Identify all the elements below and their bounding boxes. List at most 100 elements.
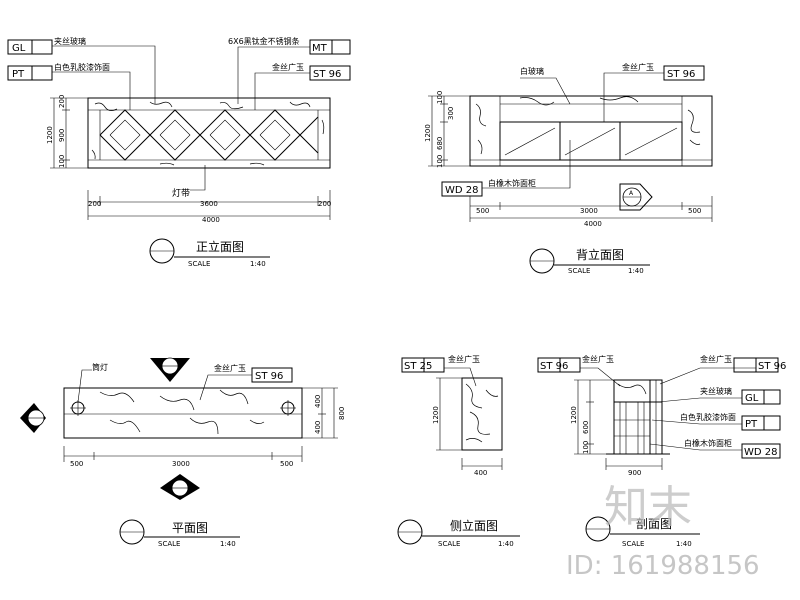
back-dim-h-2: 500 [688, 207, 701, 215]
plan-title: 平面图 [172, 521, 208, 535]
section-dim-v-2: 100 [582, 441, 590, 454]
plan-dim-v-0: 400 [314, 395, 322, 408]
front-elevation: GL 夹丝玻璃 PT 白色乳胶漆饰面 MT 6X6黑钛金不锈钢条 ST 96 金… [7, 36, 351, 268]
back-marble-veins [475, 96, 701, 155]
section-title: 剖面图 [636, 517, 672, 531]
section-callout-text-0: 金丝广玉 [582, 354, 614, 364]
side-callout-tag-0: ST 25 [404, 361, 432, 372]
front-dim-v-1: 900 [58, 129, 66, 142]
plan-dim-v-1: 400 [314, 421, 322, 434]
side-dim-v-0: 1200 [432, 406, 440, 424]
back-dim-v-2: 680 [436, 137, 444, 150]
back-callout-text-2: 白橡木饰面柜 [488, 178, 536, 188]
front-dim-h-2: 200 [318, 200, 331, 208]
back-cabinets [499, 121, 683, 161]
front-scale-label: SCALE [188, 260, 210, 268]
side-scale-label: SCALE [438, 540, 460, 548]
side-scale-value: 1:40 [498, 540, 514, 548]
section-callout-text-4: 白橡木饰面柜 [684, 438, 732, 448]
section-callout-tag-1: ST 96 [758, 361, 786, 372]
back-dim-v-3: 100 [436, 155, 444, 168]
front-dim-v-2: 100 [58, 155, 66, 168]
plan-counter-outline [63, 387, 303, 439]
downlight-icon [70, 400, 86, 416]
front-callout-tag-3: ST 96 [313, 69, 341, 80]
plan-callout-tag-1: ST 96 [255, 371, 283, 382]
side-title: 侧立面图 [450, 518, 498, 533]
back-callout-text-1: 金丝广玉 [622, 62, 654, 72]
back-dim-v-4: 1200 [424, 124, 432, 142]
back-dim-v-0: 100 [436, 91, 444, 104]
front-callout-tag-2: MT [312, 43, 328, 54]
back-section-marker-label: A [629, 190, 634, 197]
front-callout-text-3: 金丝广玉 [272, 62, 304, 72]
plan-dim-h-0: 500 [70, 460, 83, 468]
back-dim-h-1: 3000 [580, 207, 598, 215]
side-dim-h-0: 400 [474, 469, 487, 477]
back-scale-label: SCALE [568, 267, 590, 275]
plan-dim-v-2: 800 [338, 407, 346, 420]
view-marker-left [20, 403, 46, 433]
view-marker-top [150, 357, 190, 382]
section-dim-h-0: 900 [628, 469, 641, 477]
section-callout-tag-2: GL [745, 393, 759, 404]
plan-callout-text-1: 金丝广玉 [214, 363, 246, 373]
section-cabinet [613, 401, 651, 455]
front-bottom-note: 灯带 [172, 188, 190, 199]
plan-view: 筒灯 金丝广玉 ST 96 500 3000 500 [20, 357, 346, 548]
section-dim-v-1: 600 [582, 421, 590, 434]
watermark-logo: 知末 [604, 482, 692, 533]
front-marble-veins [91, 101, 325, 166]
front-dim-h-3: 4000 [202, 216, 220, 224]
side-callout-text-0: 金丝广玉 [448, 354, 480, 364]
section-callout-tag-3: PT [745, 419, 758, 430]
front-callout-text-0: 夹丝玻璃 [54, 36, 86, 46]
plan-scale-label: SCALE [158, 540, 180, 548]
side-panel-outline [461, 377, 503, 451]
back-counter-outline [469, 95, 713, 167]
back-section-marker: A [619, 183, 653, 211]
front-callout-tag-1: PT [12, 69, 25, 80]
back-callout-tag-2: WD 28 [445, 185, 479, 196]
front-callout-tag-0: GL [12, 43, 26, 54]
back-dim-h-0: 500 [476, 207, 489, 215]
front-diamond-pattern [99, 109, 319, 161]
watermark: 知末 ID: 161988156 [566, 482, 760, 581]
section-dim-v-0: 1200 [570, 406, 578, 424]
back-title: 背立面图 [576, 247, 624, 262]
view-marker-bottom [160, 474, 200, 500]
back-callout-tag-1: ST 96 [667, 69, 695, 80]
plan-dim-h-2: 500 [280, 460, 293, 468]
front-dim-h-0: 200 [88, 200, 101, 208]
front-counter-outline [87, 97, 331, 169]
front-callout-text-2: 6X6黑钛金不锈钢条 [228, 36, 300, 46]
back-callout-text-0: 白玻璃 [520, 66, 544, 76]
section-callout-text-2: 夹丝玻璃 [700, 386, 732, 396]
plan-marble-veins [99, 389, 265, 435]
section-callout-tag-0: ST 96 [540, 361, 568, 372]
back-dim-v-1: 300 [447, 107, 455, 120]
section-callout-tag-4: WD 28 [744, 447, 778, 458]
front-scale-value: 1:40 [250, 260, 266, 268]
front-dim-v-3: 1200 [46, 126, 54, 144]
front-dim-h-1: 3600 [200, 200, 218, 208]
section-scale-label: SCALE [622, 540, 644, 548]
back-elevation: 白玻璃 金丝广玉 ST 96 WD 28 白橡木饰面柜 A 500 3000 5… [424, 62, 713, 275]
front-callout-text-1: 白色乳胶漆饰面 [54, 62, 110, 72]
section-callout-text-3: 白色乳胶漆饰面 [680, 412, 736, 422]
plan-callout-text-0: 筒灯 [92, 362, 108, 372]
side-marble-veins [465, 383, 499, 443]
side-elevation: ST 25 金丝广玉 400 1200 侧立面图 SCALE 1:40 [397, 354, 520, 548]
front-title: 正立面图 [196, 239, 244, 254]
front-dim-v-0: 200 [58, 95, 66, 108]
section-callout-text-1: 金丝广玉 [700, 354, 732, 364]
section-view: ST 96 金丝广玉 ST 96 金丝广玉 GL 夹丝玻璃 PT 白色乳胶漆饰面… [537, 354, 786, 548]
watermark-id: ID: 161988156 [566, 551, 760, 581]
plan-dim-h-1: 3000 [172, 460, 190, 468]
plan-scale-value: 1:40 [220, 540, 236, 548]
back-scale-value: 1:40 [628, 267, 644, 275]
downlight-icon [280, 400, 296, 416]
back-dim-h-3: 4000 [584, 220, 602, 228]
section-scale-value: 1:40 [676, 540, 692, 548]
